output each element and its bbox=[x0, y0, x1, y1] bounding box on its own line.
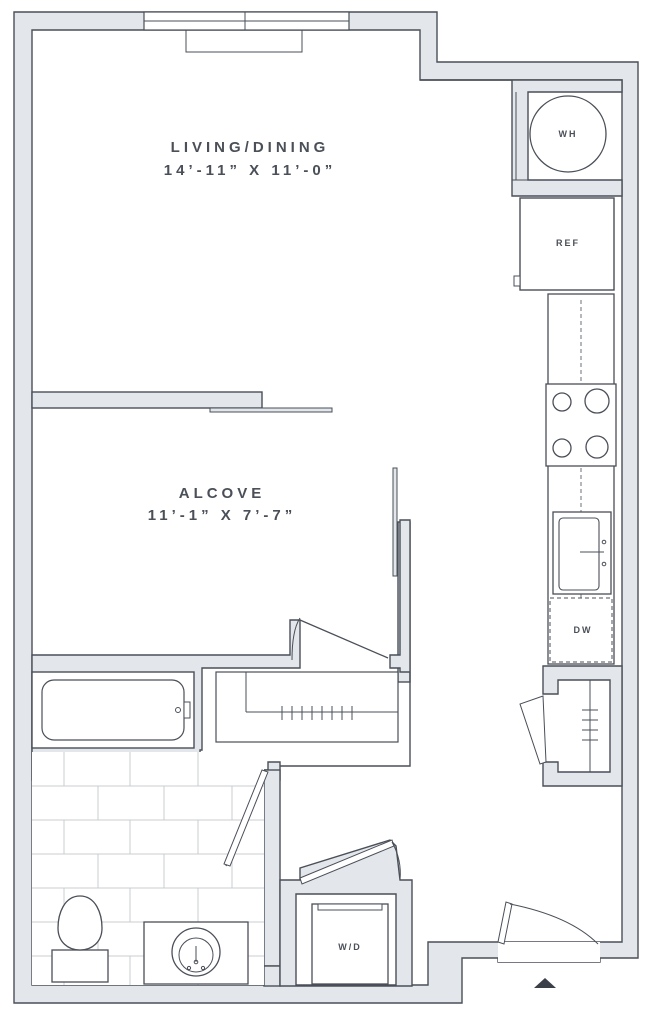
toilet bbox=[51, 895, 109, 983]
partition-wall bbox=[31, 391, 263, 409]
closet bbox=[215, 671, 399, 743]
alcove-sliding-door-a bbox=[392, 467, 398, 577]
bath-inner-wall bbox=[263, 769, 281, 967]
living-dining-name: LIVING/DINING bbox=[171, 139, 330, 156]
bath-door-leaf bbox=[223, 769, 269, 867]
sliding-panel bbox=[209, 407, 333, 413]
kitchen-sink bbox=[552, 511, 612, 595]
dishwasher bbox=[549, 597, 613, 663]
window bbox=[143, 11, 350, 53]
living-dining-dims: 14’-11” X 11’-0” bbox=[164, 162, 336, 179]
washer-dryer bbox=[311, 903, 389, 985]
pantry-door bbox=[519, 695, 547, 765]
vanity-sink bbox=[143, 921, 249, 985]
bathtub bbox=[31, 671, 195, 749]
closet-door bbox=[299, 619, 389, 659]
dishwasher-label: DW bbox=[574, 625, 593, 635]
bath-bottom-wall bbox=[263, 965, 281, 987]
washer-dryer-label: W/D bbox=[338, 942, 362, 952]
refrigerator bbox=[519, 197, 615, 291]
water-heater bbox=[529, 95, 607, 173]
alcove-name: ALCOVE bbox=[179, 485, 266, 502]
refrigerator-label: REF bbox=[556, 238, 580, 248]
entry-arrow-icon bbox=[534, 978, 556, 988]
water-heater-label: WH bbox=[559, 129, 578, 139]
alcove-dims: 11’-1” X 7’-7” bbox=[148, 507, 297, 524]
closet-hangers bbox=[281, 706, 353, 720]
entry-door bbox=[497, 901, 600, 962]
pantry-wall bbox=[542, 665, 623, 787]
cooktop bbox=[545, 383, 617, 467]
